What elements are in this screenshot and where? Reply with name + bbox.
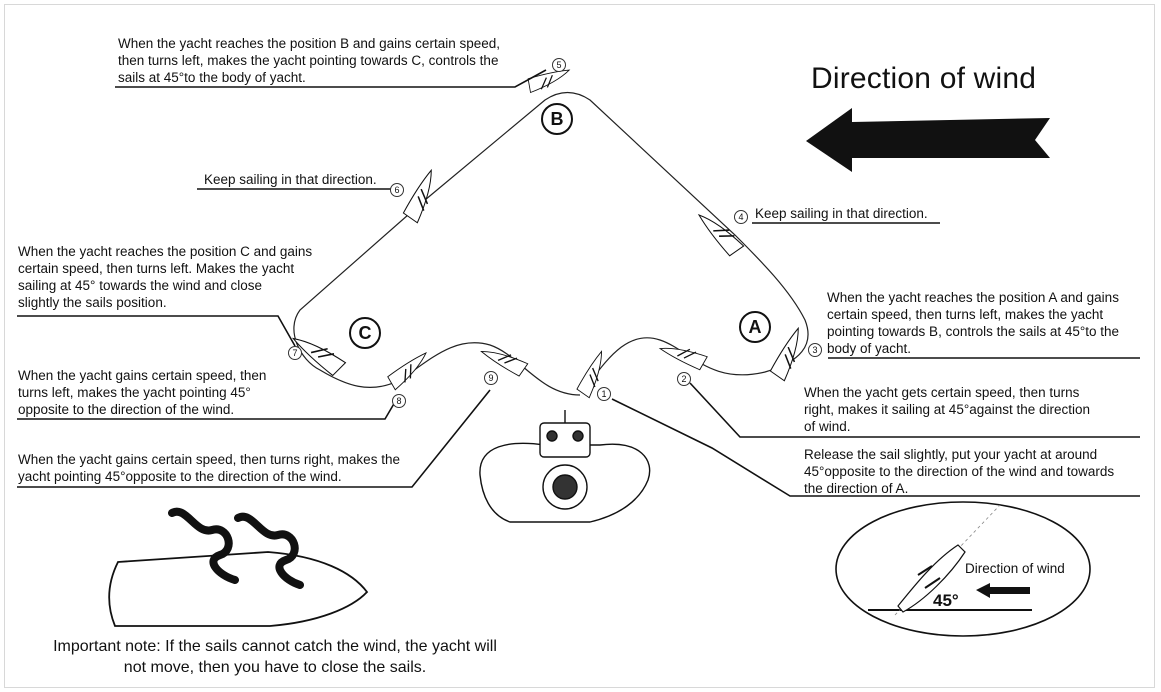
- position-a-marker: A: [739, 311, 771, 343]
- yacht-2: [659, 333, 708, 373]
- diagram-frame: [4, 4, 1155, 688]
- step-2-marker: 2: [677, 372, 691, 386]
- annotation-step5: When the yacht reaches the position B an…: [118, 36, 500, 85]
- yacht-5: [527, 68, 573, 94]
- inset-wind-angle: [835, 501, 1091, 637]
- step-6-marker: 6: [390, 183, 404, 197]
- operator-figure: [479, 410, 651, 523]
- annotation-step4: Keep sailing in that direction.: [755, 206, 928, 221]
- step-8-marker: 8: [392, 394, 406, 408]
- leader-step5: [115, 69, 547, 88]
- step-1-marker: 1: [597, 387, 611, 401]
- position-c-marker: C: [349, 317, 381, 349]
- important-note: Important note: If the sails cannot catc…: [53, 638, 497, 676]
- annotation-step6: Keep sailing in that direction.: [204, 172, 377, 187]
- step-3-marker: 3: [808, 343, 822, 357]
- yacht-3: [767, 327, 815, 382]
- yacht-6: [400, 169, 448, 224]
- direction-of-wind-title: Direction of wind: [811, 62, 1037, 95]
- leader-step2: [689, 382, 1140, 438]
- annotation-step9: When the yacht gains certain speed, then…: [18, 452, 400, 484]
- inset-angle-label: 45°: [933, 591, 959, 610]
- annotation-step3: When the yacht reaches the position A an…: [827, 290, 1120, 356]
- inset-wind-label: Direction of wind: [965, 561, 1065, 576]
- position-b-marker: B: [541, 103, 573, 135]
- annotation-step2: When the yacht gets certain speed, then …: [804, 385, 1091, 434]
- inset-wind-arrow-icon: [976, 583, 1030, 598]
- leader-step7: [17, 315, 296, 347]
- annotation-step1: Release the sail slightly, put your yach…: [804, 447, 1115, 496]
- step-9-marker: 9: [484, 371, 498, 385]
- leader-step8: [17, 401, 396, 420]
- step-7-marker: 7: [288, 346, 302, 360]
- hull-illustration: [108, 507, 369, 627]
- leader-step9: [17, 389, 491, 488]
- yacht-8: [386, 351, 435, 391]
- annotation-step8: When the yacht gains certain speed, then…: [18, 368, 267, 417]
- step-5-marker: 5: [552, 58, 566, 72]
- annotation-step7: When the yacht reaches the position C an…: [18, 244, 313, 310]
- leader-step1: [611, 398, 1140, 497]
- wind-arrow-icon: [806, 108, 1050, 172]
- step-4-marker: 4: [734, 210, 748, 224]
